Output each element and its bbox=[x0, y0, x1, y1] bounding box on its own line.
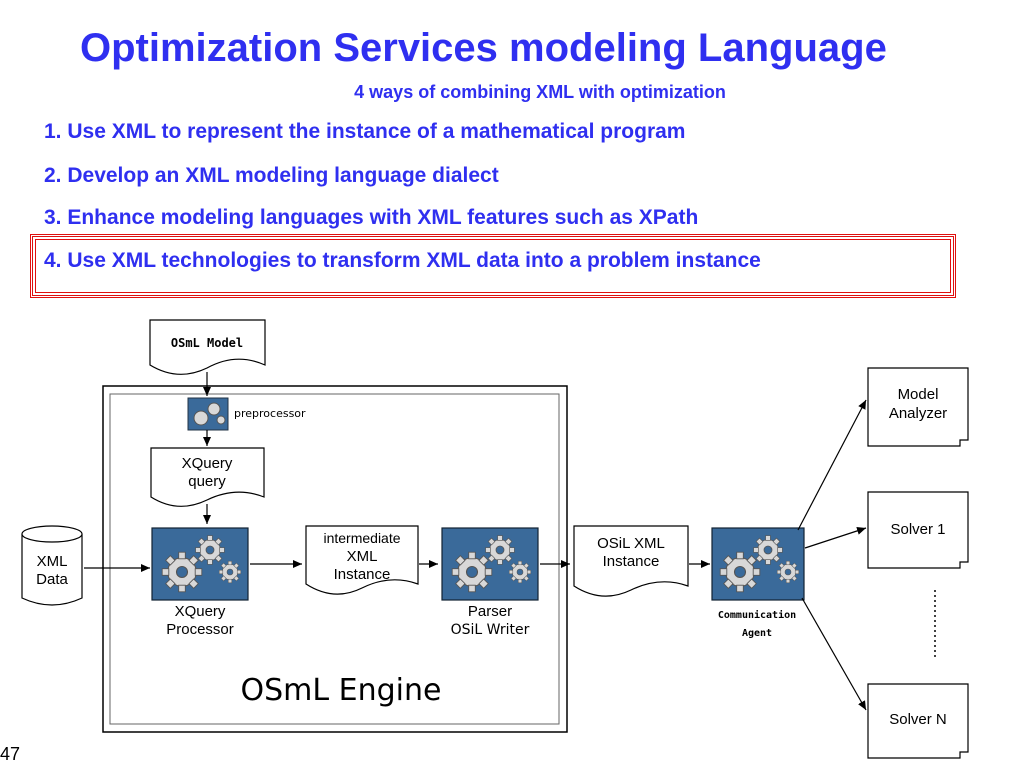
diagram-label: XQuery bbox=[182, 455, 233, 472]
diagram-label: XQuery bbox=[175, 603, 226, 620]
osil-instance-doc: OSiL XML Instance bbox=[573, 525, 689, 597]
preprocessor-label: preprocessor bbox=[234, 407, 306, 420]
xquery-query-doc: XQuery query bbox=[150, 447, 265, 507]
communication-agent-gear-icon bbox=[711, 527, 805, 601]
highlight-box bbox=[30, 234, 956, 298]
diagram-label: Processor bbox=[166, 621, 234, 638]
xml-data-cylinder: XML Data bbox=[21, 525, 83, 606]
solver-n-box: Solver N bbox=[867, 683, 969, 759]
diagram-label: OSiL Writer bbox=[451, 622, 530, 638]
title-region: Optimization Services modeling Language bbox=[0, 0, 1024, 80]
diagram-label: Instance bbox=[334, 566, 391, 583]
diagram-label: Parser bbox=[468, 603, 512, 620]
diagram-label: XML bbox=[37, 553, 68, 570]
preprocessor-gear-icon bbox=[187, 397, 229, 431]
point-3: 3. Enhance modeling languages with XML f… bbox=[44, 206, 699, 229]
point-1: 1. Use XML to represent the instance of … bbox=[44, 120, 686, 143]
diagram-label: Solver N bbox=[889, 711, 947, 728]
diagram-label: XML bbox=[347, 548, 378, 565]
osml-model-doc: OSmL Model bbox=[149, 319, 266, 375]
diagram-label: Solver 1 bbox=[890, 521, 945, 538]
slide-subtitle: 4 ways of combining XML with optimizatio… bbox=[354, 82, 726, 102]
diagram-label: Agent bbox=[742, 628, 772, 639]
intermediate-instance-doc: intermediate XML Instance bbox=[305, 525, 419, 595]
diagram-label: Analyzer bbox=[889, 405, 947, 422]
model-analyzer-box: Model Analyzer bbox=[867, 367, 969, 447]
solver-1-box: Solver 1 bbox=[867, 491, 969, 569]
diagram-label: Communication bbox=[718, 609, 796, 621]
osml-model-label: OSmL Model bbox=[171, 336, 243, 350]
parser-gear-icon bbox=[441, 527, 539, 601]
diagram-label: OSiL XML bbox=[597, 535, 665, 552]
slide-number: 47 bbox=[0, 744, 21, 764]
diagram-label: Model bbox=[898, 386, 939, 403]
engine-outer-frame bbox=[102, 385, 568, 733]
diagram-label: intermediate bbox=[323, 530, 400, 546]
point-2: 2. Develop an XML modeling language dial… bbox=[44, 164, 499, 187]
diagram-label: Data bbox=[36, 571, 68, 588]
diagram-label: Instance bbox=[603, 553, 660, 570]
xquery-processor-gear-icon bbox=[151, 527, 249, 601]
diagram-label: query bbox=[188, 473, 226, 490]
engine-inner-frame bbox=[109, 393, 560, 725]
point-4: 4. Use XML technologies to transform XML… bbox=[44, 249, 761, 272]
engine-label: OSmL Engine bbox=[241, 673, 442, 708]
slide-title: Optimization Services modeling Language bbox=[80, 26, 887, 70]
